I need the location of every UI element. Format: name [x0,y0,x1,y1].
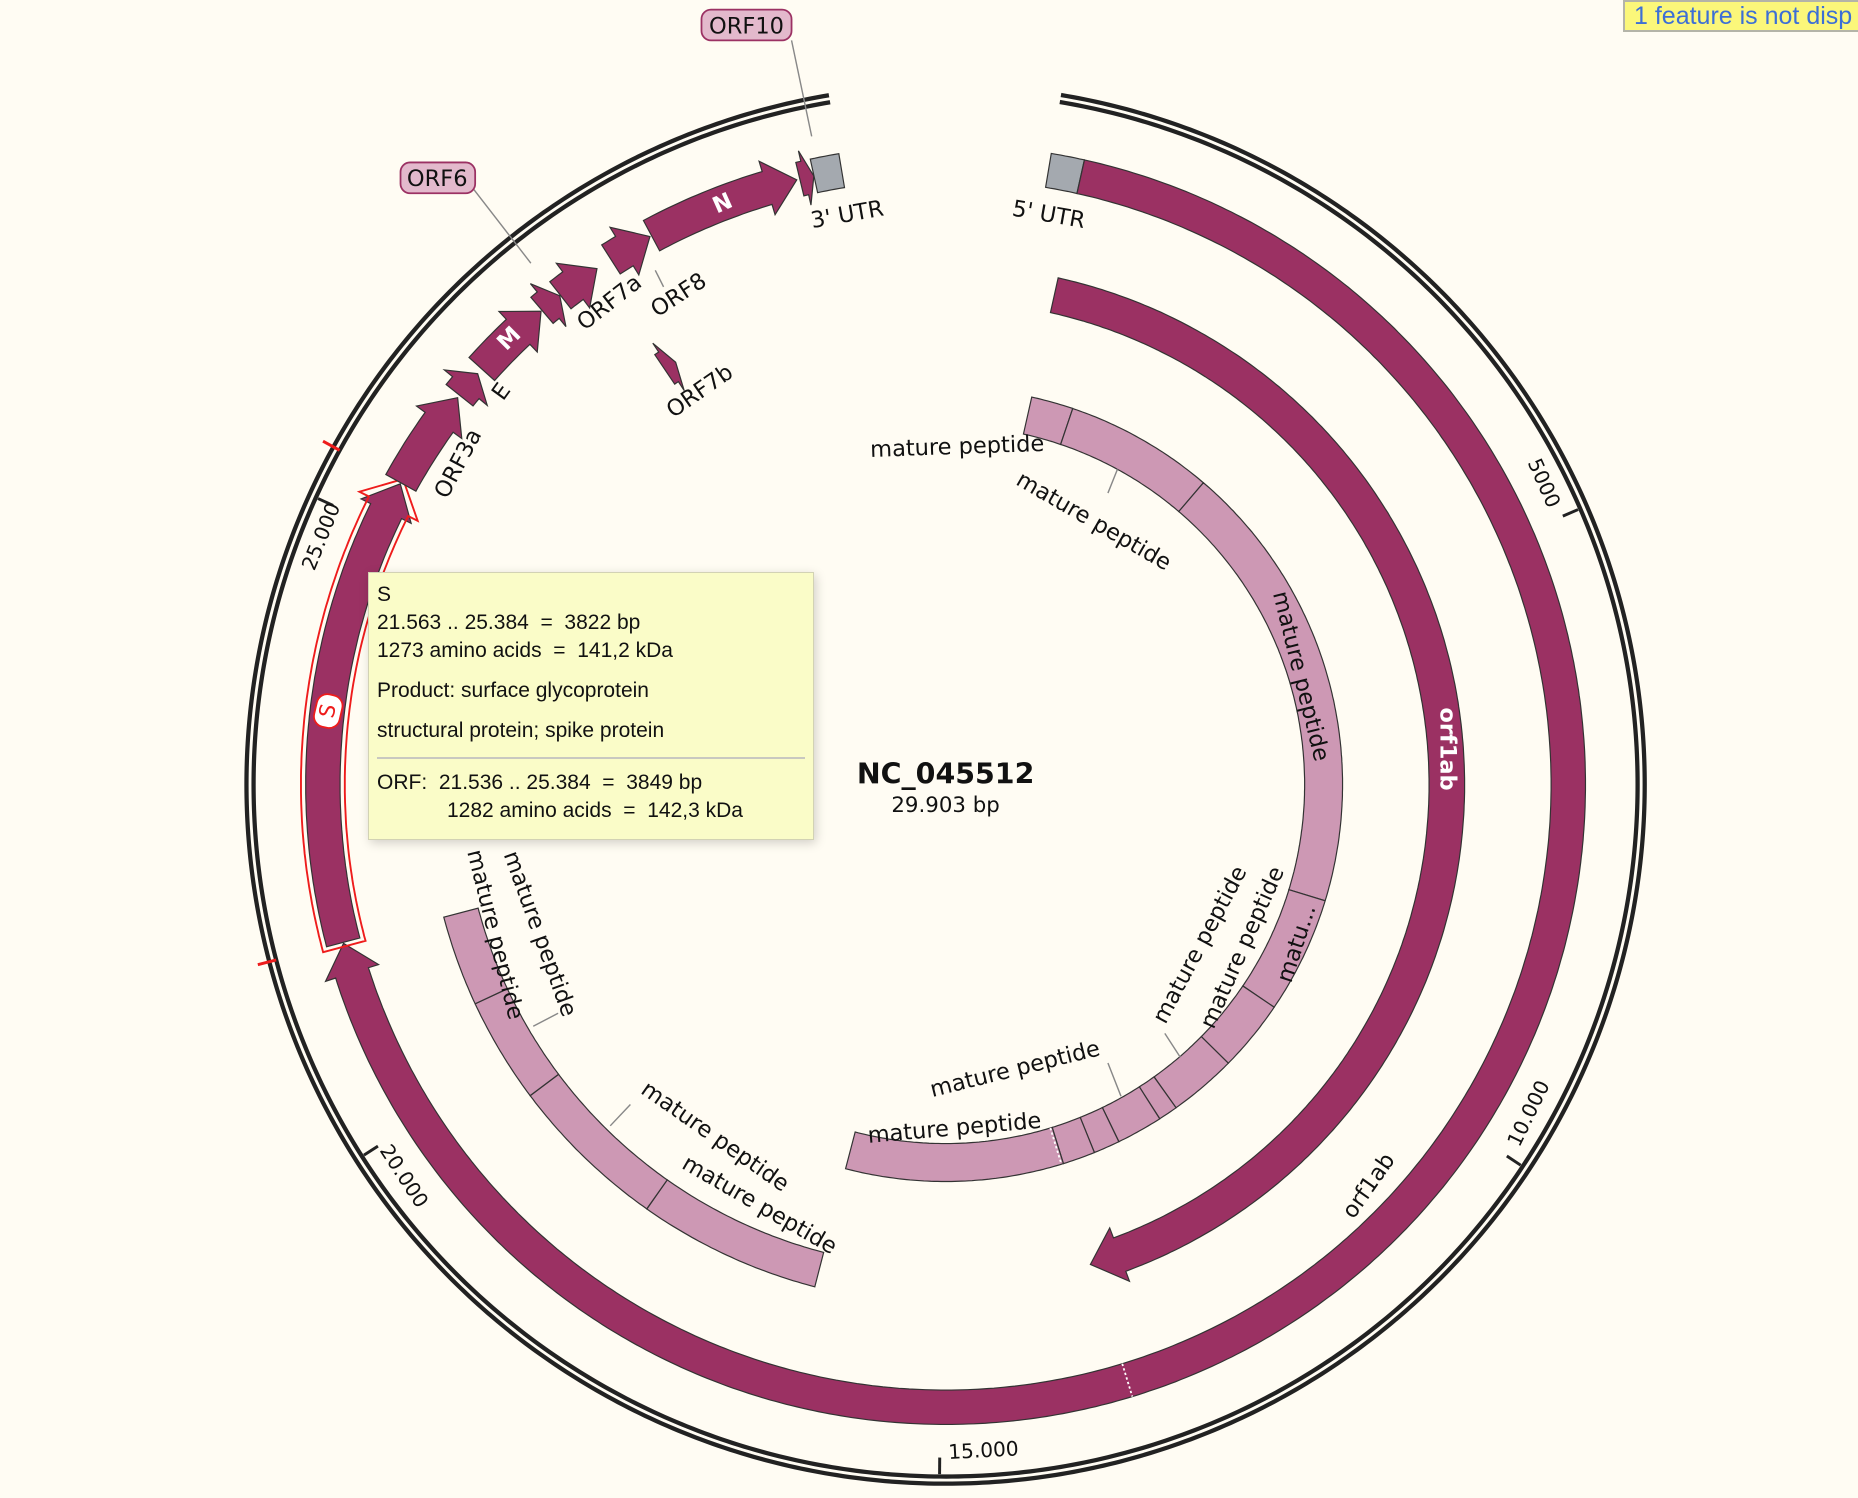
orf10-leader-line [790,40,813,137]
peptide-leader-line [532,1012,559,1027]
sequence-name: NC_045512 [857,757,1035,790]
tick-marks [317,497,1579,1475]
sequence-length: 29.903 bp [891,793,999,818]
feature-orf6[interactable] [529,283,567,327]
tick-mark [1562,508,1579,518]
tick-mark [363,1144,379,1157]
feature-s[interactable] [305,483,413,948]
mature-peptide-segment[interactable] [443,907,509,1005]
selection-outline [300,477,420,954]
feature-tooltip: S 21.563 .. 25.384 = 3822 bp 1273 amino … [368,572,814,840]
backbone-line [251,99,1640,1479]
frameshift-marker [1121,1363,1134,1397]
feature-layer [257,150,1587,1426]
feature-orf8[interactable] [600,226,651,277]
tooltip-note: structural protein; spike protein [377,719,665,742]
mature-peptide-segment[interactable] [1059,407,1205,513]
feature-orf3a[interactable] [385,396,463,492]
callout-orf6[interactable]: ORF6 [399,161,477,195]
tooltip-orf-range: ORF: 21.536 .. 25.384 = 3849 bp [377,771,703,794]
callout-orf6-text: ORF6 [407,166,468,192]
backbone-line [244,92,1647,1486]
feature-n[interactable] [642,160,798,252]
feature-label-3utr[interactable]: 3' UTR [809,196,886,234]
feature-e[interactable] [442,369,489,408]
feature-orf1ab[interactable] [1049,277,1466,1283]
tooltip-range: 21.563 .. 25.384 = 3822 bp [377,611,641,634]
feature-label-orf8[interactable]: ORF8 [646,268,711,323]
tooltip-protein: 1273 amino acids = 141,2 kDa [377,639,673,662]
peptide-leader-line [1107,469,1119,494]
feature-label-e[interactable]: E [487,378,516,405]
peptide-label[interactable]: mature peptide [870,431,1045,463]
feature-orf7b[interactable] [652,342,685,391]
orf6-leader-line [473,189,532,264]
feature-orf7a[interactable] [548,262,598,310]
peptide-leader-line [1107,1062,1122,1097]
tooltip-product: Product: surface glycoprotein [377,679,649,702]
peptide-label[interactable]: mature peptide [927,1036,1102,1103]
tooltip-title: S [377,583,392,606]
frameshift-marker [1049,1127,1063,1165]
callout-orf10-text: ORF10 [709,13,784,39]
tooltip-divider [377,757,805,759]
feature-m[interactable] [468,310,542,382]
orf8-leader-line [654,269,665,288]
mature-peptide-segment[interactable] [844,1126,1065,1183]
tooltip-orf-protein: 1282 amino acids = 142,3 kDa [447,799,743,822]
backbone-ring [244,92,1647,1486]
feature-orf10[interactable] [795,150,815,206]
callout-orf10[interactable]: ORF10 [700,8,793,42]
tick-label: 15.000 [948,1436,1020,1464]
selection-range-marker [322,439,341,452]
feature-label-s[interactable]: S [312,692,345,730]
feature-label-orf1ab[interactable]: orf1ab [1434,707,1460,790]
selection-range-marker [257,958,277,967]
feature-label-s-text: S [315,702,342,721]
peptide-leader-line [1164,1033,1181,1058]
tick-mark [317,497,334,507]
tick-mark [1506,1154,1522,1167]
feature-label-5utr[interactable]: 5' UTR [1010,196,1087,234]
hidden-features-notice[interactable]: 1 feature is not disp [1623,0,1858,32]
feature-3-utr[interactable] [809,152,846,194]
feature-orf1ab[interactable] [324,159,1587,1426]
peptide-leader-line [609,1103,631,1127]
